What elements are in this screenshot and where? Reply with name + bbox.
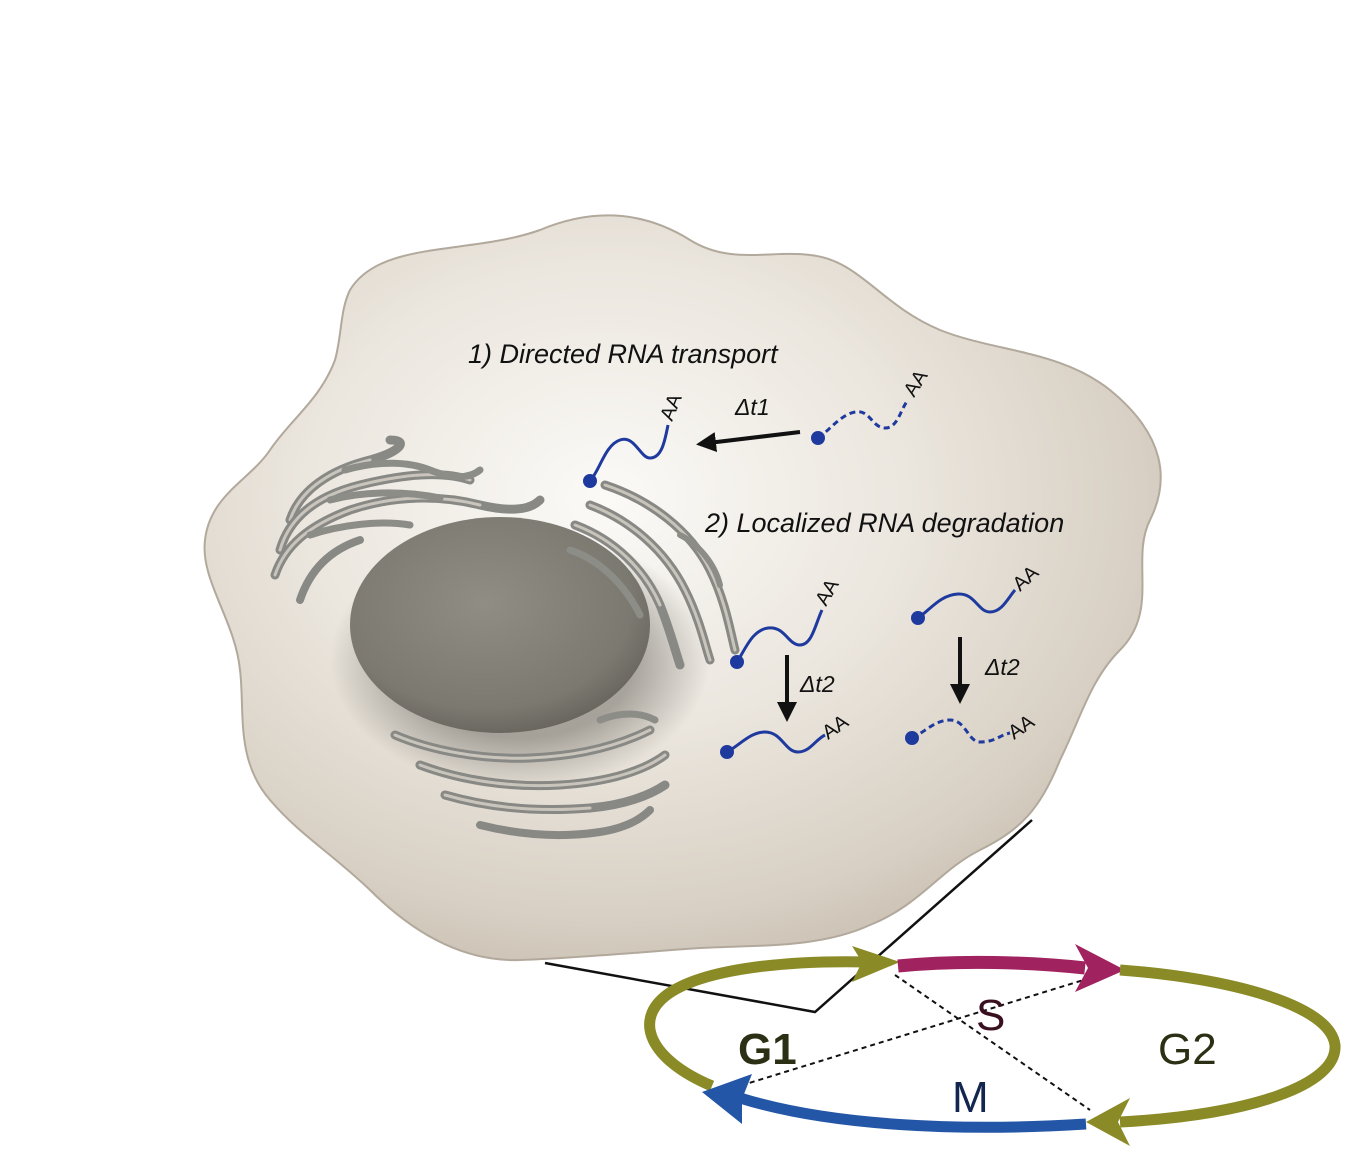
dt2-label-near: Δt2 (799, 671, 835, 697)
g2-phase-arc (1119, 964, 1341, 1128)
endoplasmic-reticulum-right (566, 480, 740, 670)
zoom-callout-lines (544, 819, 1033, 1014)
s-phase-arc (897, 955, 1086, 975)
endoplasmic-reticulum-lower (390, 710, 670, 840)
directed-rna-transport-label: 1) Directed RNA transport (468, 339, 779, 369)
cell-cycle-diagram: G1 S G2 M (644, 944, 1341, 1146)
m-label: M (952, 1073, 989, 1122)
g1-phase-arc (644, 956, 871, 1092)
localized-rna-degradation-label: 2) Localized RNA degradation (704, 508, 1064, 538)
transport-arrow (696, 430, 801, 453)
dt1-label: Δt1 (734, 394, 770, 420)
endoplasmic-reticulum-upper-left (270, 435, 545, 604)
g2-label: G2 (1158, 1025, 1217, 1074)
m-phase-arc (738, 1092, 1087, 1133)
s-label: S (976, 991, 1005, 1040)
g1-label: G1 (738, 1025, 797, 1074)
nucleus (350, 517, 650, 733)
dt2-label-far: Δt2 (984, 654, 1020, 680)
